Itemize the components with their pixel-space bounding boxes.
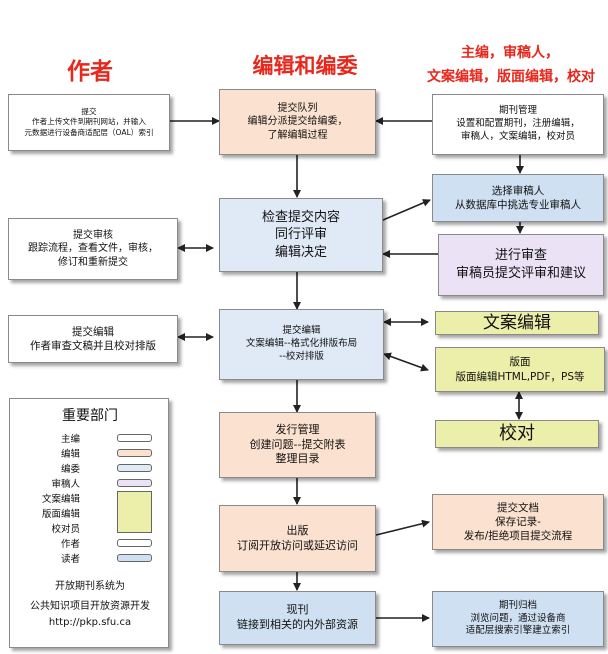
legend-label: 校对员: [51, 524, 80, 535]
box-title: 提交: [81, 107, 97, 117]
box-line: 了解编辑过程: [267, 129, 328, 141]
box-title: 提交编辑: [282, 325, 321, 337]
proofread-box: 校对: [435, 420, 599, 448]
box-line: 修订和重新提交: [58, 256, 128, 268]
submission-edit-box: 提交编辑 文案编辑--格式化排版布局 --校对排版: [219, 309, 384, 380]
journal-mgmt-box: 期刊管理 设置和配置期刊，注册编辑， 审稿人，文案编辑，校对员: [432, 94, 604, 155]
legend-label: 主编: [60, 434, 80, 445]
legend-title: 重要部门: [62, 408, 118, 424]
box-title: 选择审稿人: [491, 184, 545, 197]
box-title: 校对: [499, 422, 535, 444]
legend-label: 版面编辑: [41, 509, 80, 520]
legend-swatch: [117, 479, 152, 487]
author-edit-box: 提交编辑 作者审查文稿并且校对排版: [8, 315, 178, 363]
box-line: 编辑分派提交给编委，: [247, 116, 348, 128]
box-line: 同行评审: [274, 227, 327, 243]
box-title: 期刊归档: [498, 599, 537, 611]
arrow-edit-layout: [383, 352, 429, 372]
box-title: 提交队列: [277, 102, 318, 114]
box-line: 链接到相关的内外部资源: [237, 618, 358, 631]
box-line: 作者审查文稿并且校对排版: [30, 340, 156, 352]
legend-swatch: [117, 434, 152, 442]
layout-box: 版面 版面编辑HTML,PDF，PS等: [435, 347, 605, 392]
box-line: 作者上传文件到期刊网站，并输入: [32, 117, 146, 127]
box-line: 审稿人，文案编辑，校对员: [460, 130, 575, 142]
legend-footer-link[interactable]: http://pkp.sfu.ca: [48, 617, 132, 628]
arrow-check-select: [375, 199, 431, 224]
box-line: 订阅开放访问或延迟访问: [237, 538, 358, 552]
legend-footer-line2: 公共知识项目开放资源开发: [30, 601, 150, 612]
issue-mgmt-box: 发行管理 创建问题--提交附表 整理目录: [219, 412, 376, 478]
box-title: 发行管理: [275, 422, 320, 436]
legend-label: 读者: [60, 554, 80, 565]
legend-swatch: [117, 539, 152, 547]
archive-box: 期刊归档 浏览问题，通过设备商 适配层搜索引擎建立索引: [432, 591, 604, 647]
legend-footer-line1: 开放期刊系统为: [55, 581, 125, 592]
legend-label: 编委: [60, 464, 80, 475]
box-line: 编辑决定: [274, 244, 327, 260]
box-title: 现刊: [286, 603, 309, 617]
box-line: 版面编辑HTML,PDF，PS等: [455, 370, 585, 383]
box-line: 发布/拒绝项目提交流程: [463, 530, 573, 543]
box-title: 进行审查: [494, 248, 547, 264]
queue-box: 提交队列 编辑分派提交给编委， 了解编辑过程: [219, 89, 376, 155]
box-line: --校对排版: [279, 350, 324, 362]
box-title: 检查提交内容: [261, 209, 340, 225]
publish-box: 出版 订阅开放访问或延迟访问: [219, 505, 376, 572]
copyedit-box: 文案编辑: [435, 311, 599, 335]
box-title: 期刊管理: [498, 105, 537, 117]
box-title: 提交编辑: [72, 325, 114, 338]
box-line: 设置和配置期刊，注册编辑，: [456, 118, 580, 130]
box-title: 版面: [509, 356, 531, 369]
editor-header: 编辑和编委: [252, 54, 358, 78]
roles-header-line1: 主编，审稿人，: [461, 45, 559, 61]
box-line: 保存记录-: [495, 515, 541, 528]
box-line: 整理目录: [275, 452, 320, 466]
legend-swatch: [117, 464, 152, 472]
legend-label: 作者: [60, 539, 80, 550]
box-line: 文案编辑--格式化排版布局: [245, 338, 358, 350]
box-title: 提交审核: [73, 229, 113, 241]
legend-label: 文案编辑: [41, 494, 80, 505]
box-line: 审稿员提交评审和建议: [455, 266, 586, 281]
box-line: 跟踪流程，查看文件，审核，: [28, 243, 158, 255]
roles-header-line2: 文案编辑，版面编辑，校对: [427, 69, 595, 85]
box-title: 提交文档: [497, 501, 539, 514]
box-line: 元数据进行设备商适配层（OAL）索引: [24, 127, 154, 137]
box-title: 出版: [286, 523, 309, 537]
select-reviewer-box: 选择审稿人 从数据库中挑选专业审稿人: [432, 174, 604, 222]
box-line: 适配层搜索引擎建立索引: [465, 625, 571, 637]
author-review-box: 提交审核 跟踪流程，查看文件，审核， 修订和重新提交: [8, 218, 178, 280]
box-line: 浏览问题，通过设备商: [470, 612, 566, 624]
legend-swatch: [117, 449, 152, 457]
legend-panel: 重要部门 主编 编辑 编委 审稿人 文案编辑 版面编辑 校对员 作者 读者 开放…: [9, 398, 169, 648]
box-line: 从数据库中挑选专业审稿人: [455, 199, 581, 211]
legend-swatch-copy: [117, 491, 152, 533]
author-header: 作者: [67, 59, 113, 85]
submit-docs-box: 提交文档 保存记录- 发布/拒绝项目提交流程: [432, 494, 604, 550]
author-submit-box: 提交 作者上传文件到期刊网站，并输入 元数据进行设备商适配层（OAL）索引: [8, 94, 170, 151]
box-line: 创建问题--提交附表: [249, 437, 346, 451]
do-review-box: 进行审查 审稿员提交评审和建议: [438, 234, 604, 296]
current-issue-box: 现刊 链接到相关的内外部资源: [219, 591, 376, 645]
legend-label: 审稿人: [51, 479, 80, 490]
legend-label: 编辑: [60, 449, 80, 460]
legend-swatch: [117, 554, 152, 562]
check-box: 检查提交内容 同行评审 编辑决定: [219, 198, 383, 272]
arrow-publish-docs: [375, 519, 430, 536]
box-title: 文案编辑: [483, 312, 551, 333]
